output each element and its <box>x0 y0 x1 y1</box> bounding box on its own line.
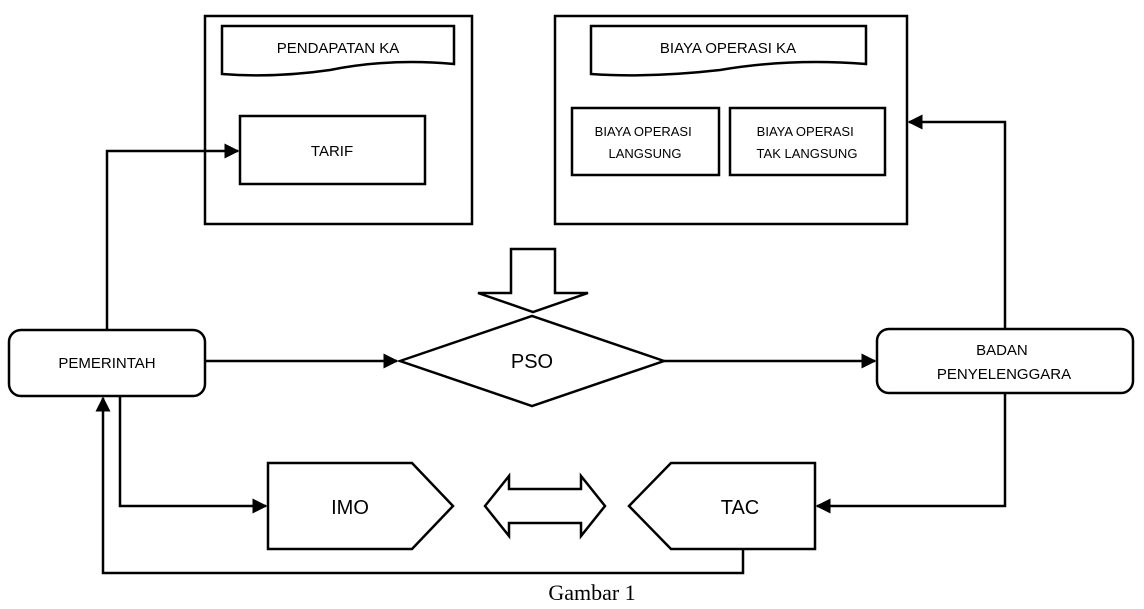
pendapatan-ka-title-box <box>220 24 456 77</box>
imo-label: IMO <box>331 497 369 519</box>
biaya-operasi-ka-title: BIAYA OPERASI KA <box>660 40 796 57</box>
biaya-tak-langsung-line-2: TAK LANGSUNG <box>757 146 858 161</box>
down-block-arrow <box>477 247 589 314</box>
biaya-operasi-tak-langsung-label: BIAYA OPERASI TAK LANGSUNG <box>757 124 858 161</box>
tac-to-pemerintah-connector <box>95 396 745 575</box>
biaya-operasi-ka-title-box <box>589 24 868 77</box>
badan-to-tac-connector <box>815 393 1007 514</box>
badan-penyelenggara-box <box>875 327 1135 395</box>
tac-label: TAC <box>721 497 760 519</box>
pemerintah-to-tarif-connector <box>105 143 240 330</box>
pemerintah-to-imo-connector <box>118 396 268 514</box>
biaya-langsung-line-2: LANGSUNG <box>609 146 682 161</box>
badan-penyelenggara-label: BADAN PENYELENGGARA <box>937 342 1071 383</box>
biaya-operasi-langsung-box <box>570 106 721 177</box>
biaya-tak-langsung-line-1: BIAYA OPERASI <box>757 124 854 139</box>
pso-label: PSO <box>511 351 553 373</box>
tarif-label: TARIF <box>311 143 353 160</box>
tac-shape <box>627 461 817 551</box>
figure-caption: Gambar 1 <box>548 580 635 605</box>
biaya-operasi-tak-langsung-box <box>728 106 887 177</box>
pemerintah-label: PEMERINTAH <box>58 355 155 372</box>
badan-to-biaya-connector <box>907 114 1007 329</box>
imo-shape <box>266 461 455 551</box>
biaya-langsung-line-1: BIAYA OPERASI <box>595 124 692 139</box>
biaya-operasi-langsung-label: BIAYA OPERASI LANGSUNG <box>595 124 696 161</box>
tarif-box <box>238 114 427 186</box>
badan-line-2: PENYELENGGARA <box>937 366 1071 383</box>
badan-line-1: BADAN <box>976 342 1028 359</box>
double-headed-arrow <box>483 472 607 540</box>
pendapatan-ka-title: PENDAPATAN KA <box>277 40 400 57</box>
